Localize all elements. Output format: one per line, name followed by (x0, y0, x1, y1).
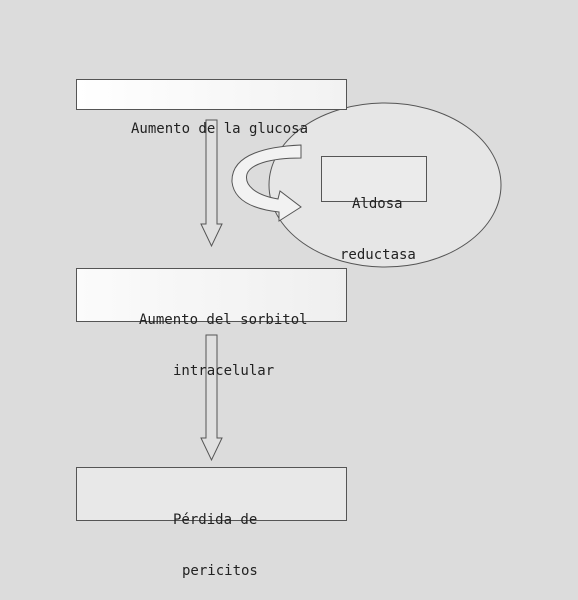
node-aldosa-reductasa-line-2: reductasa (340, 247, 416, 263)
node-perdida-pericitos: Pérdida de pericitos (76, 467, 347, 579)
arrow-glucose-to-sorbitol (200, 119, 223, 248)
arrow-sorbitol-to-pericitos (200, 334, 223, 462)
node-aumento-sorbitol-label: Aumento del sorbitol intracelular (139, 278, 308, 414)
node-aumento-glucosa: Aumento de la glucosa (76, 79, 347, 137)
node-aldosa-reductasa-label: Aldosa reductasa (340, 162, 416, 298)
node-aumento-glucosa-line-1: Aumento de la glucosa (131, 121, 309, 137)
node-aumento-sorbitol-line-2: intracelular (173, 363, 275, 379)
node-aldosa-reductasa: Aldosa reductasa (321, 156, 427, 263)
node-perdida-pericitos-label: Pérdida de pericitos (173, 478, 258, 600)
node-aldosa-reductasa-line-1: Aldosa (352, 196, 403, 212)
node-aumento-glucosa-label: Aumento de la glucosa (131, 87, 308, 172)
node-aumento-sorbitol-line-1: Aumento del sorbitol (139, 312, 308, 328)
curved-arrow (231, 144, 302, 222)
node-aumento-sorbitol: Aumento del sorbitol intracelular (76, 268, 347, 379)
node-perdida-pericitos-line-2: pericitos (182, 563, 258, 579)
node-perdida-pericitos-line-1: Pérdida de (173, 512, 258, 528)
